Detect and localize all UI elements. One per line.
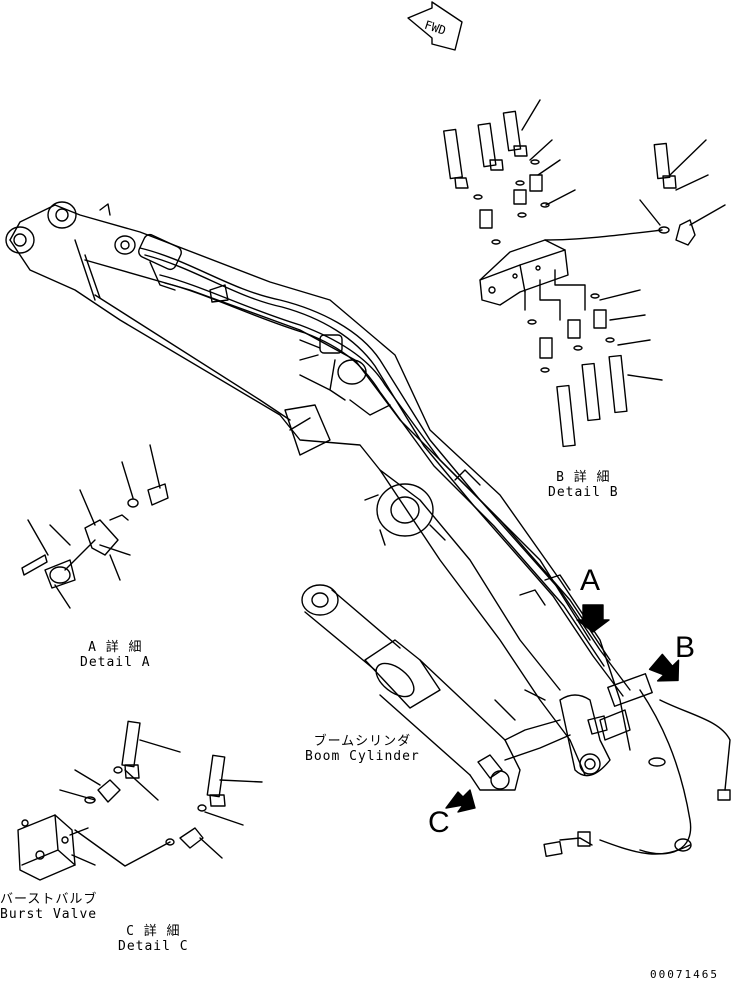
boom-cylinder-jp: ブームシリンダ [313,734,412,749]
fwd-arrow: FWD [407,1,463,51]
detail-b-parts [443,99,726,448]
view-letter-a: A [580,564,601,597]
detail-b-en: Detail B [548,485,619,500]
burst-valve-label: バーストバルブ Burst Valve [0,892,97,922]
boom-cylinder-label: ブームシリンダ Boom Cylinder [305,734,420,764]
burst-valve-en: Burst Valve [0,907,98,922]
detail-b-label: B 詳 細 Detail B [548,470,619,500]
detail-c-label: C 詳 細 Detail C [118,924,189,954]
boom [5,201,631,777]
detail-c-jp: C 詳 細 [126,924,181,939]
detail-a-label: A 詳 細 Detail A [80,640,151,670]
view-arrows [445,604,680,813]
boom-hoses [138,233,631,697]
detail-a-en: Detail A [80,655,151,670]
detail-c-parts [17,720,263,881]
detail-a-jp: A 詳 細 [88,640,143,655]
boom-cylinder-en: Boom Cylinder [305,749,420,764]
view-letter-c: C [428,806,450,839]
burst-valve-jp: バーストバルブ [0,892,98,907]
detail-b-jp: B 詳 細 [556,470,611,485]
drawing-number: 00071465 [650,968,719,981]
detail-a-parts [21,444,169,609]
boom-cylinder [301,584,571,791]
label-leaders [494,689,546,721]
harness [543,673,731,857]
detail-c-en: Detail C [118,939,189,954]
svg-text:FWD: FWD [423,18,448,38]
view-letter-b: B [675,631,696,664]
